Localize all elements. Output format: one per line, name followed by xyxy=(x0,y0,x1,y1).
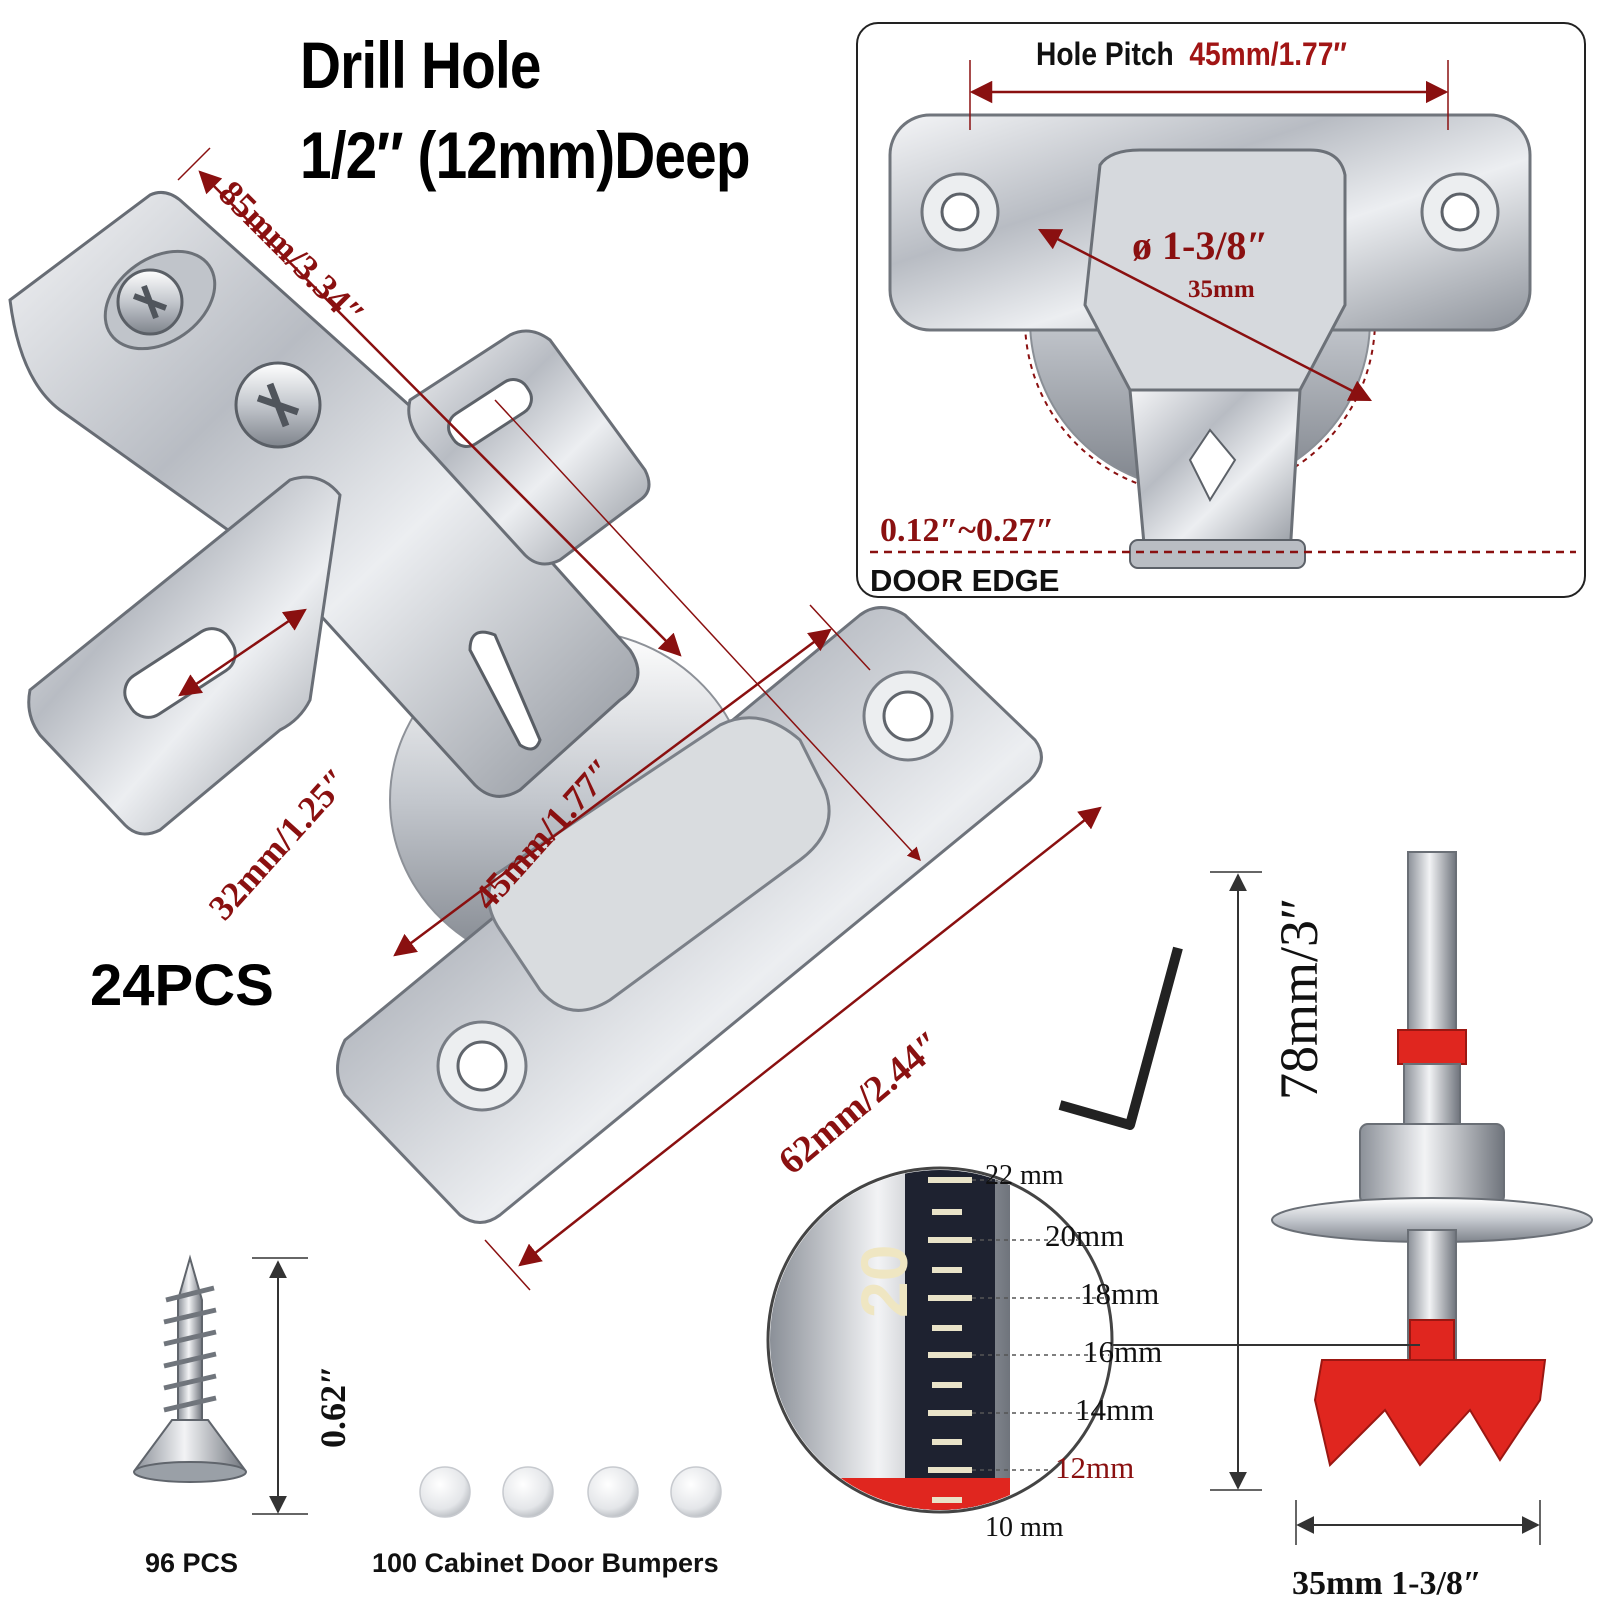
scale-18mm: 18mm xyxy=(1080,1276,1160,1311)
screw-image xyxy=(133,1254,247,1483)
scale-10mm: 10 mm xyxy=(985,1512,1064,1543)
bumper-icon xyxy=(587,1466,639,1518)
scale-number: 20 xyxy=(847,1244,921,1318)
hole-pitch-text: Hole Pitch xyxy=(1036,36,1174,72)
hole-pitch-label: Hole Pitch 45mm/1.77″ xyxy=(1036,36,1347,73)
bumper-icon xyxy=(502,1466,554,1518)
edge-distance: 0.12″~0.27″ xyxy=(880,512,1055,549)
door-bumpers xyxy=(419,1466,722,1518)
hinge-dimension-lines xyxy=(177,147,1102,1291)
scale-12mm: 12mm xyxy=(1055,1450,1135,1485)
hex-key-icon xyxy=(1058,946,1183,1130)
depth-scale-magnifier xyxy=(766,1166,1114,1514)
drill-dimension-lines xyxy=(1110,871,1541,1545)
screw-count: 96 PCS xyxy=(145,1548,239,1578)
hole-pitch-value: 45mm/1.77″ xyxy=(1189,36,1347,72)
hinge-count: 24PCS xyxy=(90,953,274,1018)
hinge-detail-panel xyxy=(856,22,1586,598)
drill-length: 78mm/3″ xyxy=(1269,897,1329,1101)
bumpers-label: 100 Cabinet Door Bumpers xyxy=(372,1548,719,1578)
screw-length: 0.62″ xyxy=(313,1365,353,1448)
scale-22mm: 22 mm xyxy=(985,1160,1064,1191)
scale-14mm: 14mm xyxy=(1075,1392,1155,1427)
forstner-drill-bit xyxy=(1271,851,1593,1467)
bumper-icon xyxy=(419,1466,471,1518)
scale-16mm: 16mm xyxy=(1083,1334,1163,1369)
cup-diameter: ø 1-3/8″ xyxy=(1132,223,1269,268)
drill-width: 35mm 1-3/8″ xyxy=(1292,1565,1482,1602)
bumper-icon xyxy=(670,1466,722,1518)
door-edge-label: DOOR EDGE xyxy=(870,563,1060,598)
plate-screw-holes xyxy=(436,670,954,1112)
screw-dimension-line xyxy=(252,1257,308,1515)
drill-depth-title: 1/2″ (12mm)Deep xyxy=(300,118,751,192)
scale-20mm: 20mm xyxy=(1045,1218,1125,1253)
inset-dimension-lines xyxy=(870,60,1576,554)
cup-diameter-mm: 35mm xyxy=(1188,276,1255,303)
drill-hole-title: Drill Hole xyxy=(300,28,541,102)
